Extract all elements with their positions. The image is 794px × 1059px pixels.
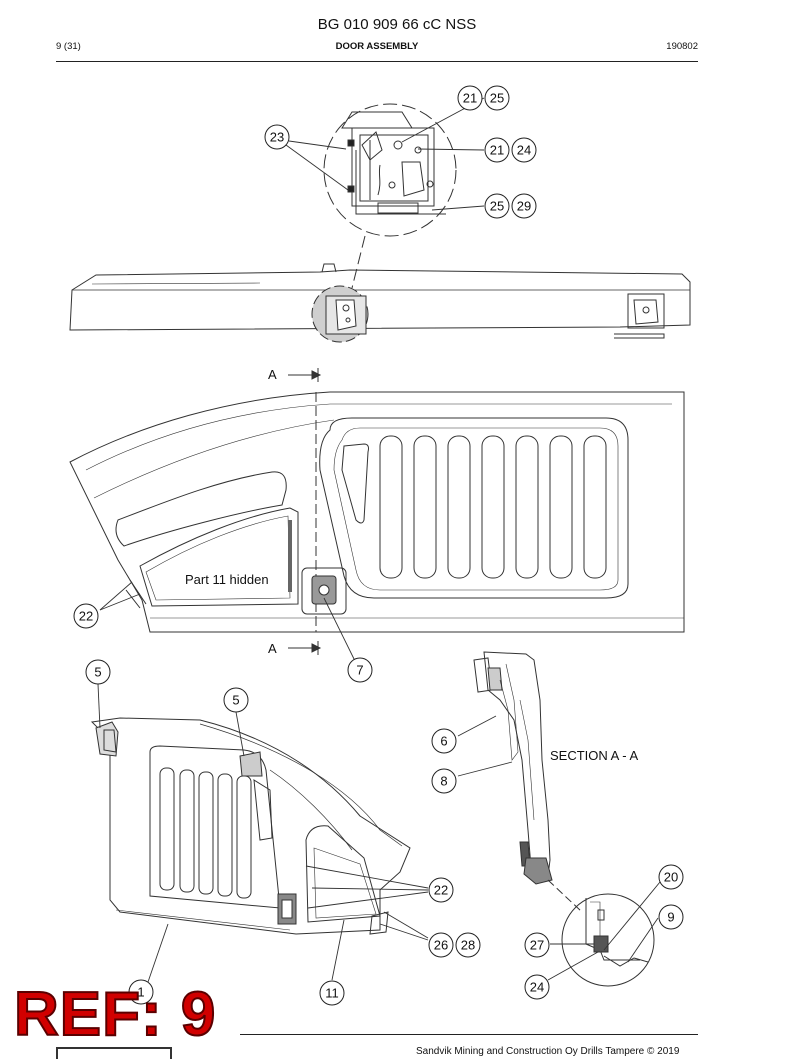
section-marker-bottom: A	[268, 641, 277, 656]
hinge-detail-view	[323, 103, 457, 237]
callout-29: 29	[517, 199, 531, 214]
callout-9: 9	[667, 910, 674, 925]
door-top-view	[69, 263, 691, 343]
copyright-footer: Sandvik Mining and Construction Oy Drill…	[416, 1046, 680, 1057]
document-number: BG 010 909 66 cC NSS	[317, 16, 477, 33]
callout-22: 22	[79, 609, 93, 624]
header-row: 9 (31) DOOR ASSEMBLY 190802	[56, 41, 698, 55]
door-isometric-view	[90, 717, 411, 935]
callout-5: 5	[232, 693, 239, 708]
callout-20: 20	[664, 870, 678, 885]
callout-5: 5	[94, 665, 101, 680]
header-rule	[56, 61, 698, 62]
part-hidden-note: Part 11 hidden	[185, 572, 269, 587]
callout-24: 24	[530, 980, 544, 995]
section-a-a-view	[473, 651, 655, 987]
callout-6: 6	[440, 734, 447, 749]
callout-22: 22	[434, 883, 448, 898]
reference-stamp: REF: 9	[13, 980, 217, 1049]
callout-27: 27	[530, 938, 544, 953]
section-arrows	[288, 368, 322, 655]
section-title: SECTION A - A	[550, 748, 638, 763]
callout-25: 25	[490, 199, 504, 214]
callout-7: 7	[356, 663, 363, 678]
callout-26: 26	[434, 938, 448, 953]
callout-bubbles	[73, 85, 684, 1006]
page-number: 9 (31)	[56, 41, 81, 52]
page-title: DOOR ASSEMBLY	[335, 41, 419, 52]
callout-8: 8	[440, 774, 447, 789]
callout-11: 11	[325, 986, 339, 1001]
revision-date: 190802	[666, 41, 698, 52]
door-front-view	[69, 391, 685, 633]
callout-21: 21	[490, 143, 504, 158]
callout-24: 24	[517, 143, 531, 158]
footer-rule	[240, 1034, 698, 1035]
callout-21: 21	[463, 91, 477, 106]
section-marker-top: A	[268, 367, 277, 382]
callout-1: 1	[137, 985, 144, 1000]
callout-23: 23	[270, 130, 284, 145]
leader-lines	[97, 97, 661, 983]
callout-25: 25	[490, 91, 504, 106]
callout-28: 28	[461, 938, 475, 953]
